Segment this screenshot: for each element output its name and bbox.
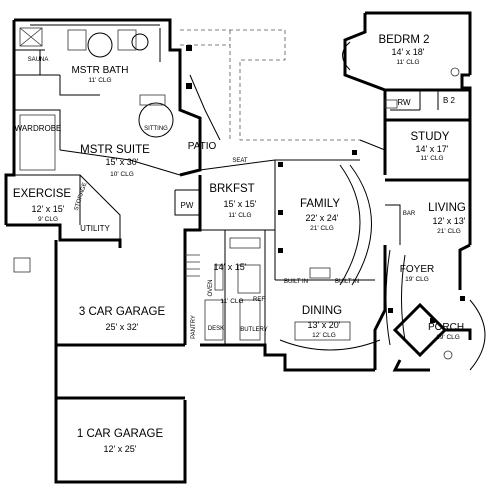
- mstr-bath-ceiling: 11' CLG: [88, 77, 111, 84]
- kitchen-size: 14' x 15': [214, 262, 247, 272]
- bar-label: BAR: [403, 211, 416, 217]
- kitchen-ceiling: 11' CLG: [220, 298, 243, 305]
- garage3-size: 25' x 32': [106, 322, 139, 332]
- foyer-label: FOYER: [400, 264, 434, 275]
- built-in-right-label: BUILT IN: [335, 279, 359, 285]
- desk-label: DESK: [208, 326, 224, 332]
- dining-label: DINING: [302, 305, 342, 317]
- utility-label: UTILITY: [80, 224, 110, 233]
- study-ceiling: 11' CLG: [420, 155, 443, 162]
- b2-label: B 2: [443, 96, 456, 105]
- mstr-suite-ceiling: 10' CLG: [110, 171, 134, 178]
- mstr-suite-label: MSTR SUITE: [80, 144, 150, 156]
- pantry-label: PANTRY: [191, 315, 197, 339]
- patio-outline: [180, 29, 360, 141]
- oven-label: OVEN: [208, 279, 214, 296]
- brkfst-label: BRKFST: [209, 183, 254, 195]
- living-label: LIVING: [428, 202, 466, 214]
- exercise-size: 12' x 15': [32, 204, 65, 214]
- rw-label: RW: [397, 98, 411, 107]
- family-size: 22' x 24': [306, 213, 339, 223]
- porch-label: PORCH: [428, 322, 464, 333]
- pw-label: PW: [181, 201, 194, 210]
- arc-walls: [87, 32, 486, 371]
- garage3-label: 3 CAR GARAGE: [79, 306, 166, 318]
- study-label: STUDY: [411, 131, 450, 143]
- family-ceiling: 21' CLG: [310, 225, 334, 232]
- bedrm2-label: BEDRM 2: [378, 34, 429, 46]
- bedrm2-ceiling: 11' CLG: [396, 59, 419, 66]
- living-ceiling: 21' CLG: [437, 228, 461, 235]
- exercise-ceiling: 9' CLG: [38, 216, 58, 223]
- family-label: FAMILY: [300, 198, 340, 210]
- brkfst-size: 15' x 15': [224, 199, 257, 209]
- brkfst-ceiling: 11' CLG: [228, 212, 251, 219]
- ref-label: REF: [253, 297, 265, 303]
- mstr-suite-size: 15' x 30': [106, 157, 139, 167]
- bedrm2-size: 14' x 18': [392, 47, 425, 57]
- columns: [186, 45, 465, 323]
- sauna-label: SAUNA: [28, 57, 49, 63]
- exterior-walls: [4, 11, 472, 484]
- mstr-bath-label: MSTR BATH: [71, 65, 128, 76]
- garage1-label: 1 CAR GARAGE: [77, 428, 164, 440]
- exercise-label: EXERCISE: [13, 188, 71, 200]
- butlery-label: BUTLERY: [240, 327, 268, 333]
- study-size: 14' x 17': [416, 144, 449, 154]
- seat-label: SEAT: [232, 158, 248, 164]
- sitting-label: SITTING: [144, 126, 168, 132]
- patio-label: PATIO: [188, 141, 217, 152]
- wardrobe-label: WARDROBE: [15, 124, 62, 133]
- interior-walls: [6, 24, 439, 345]
- living-size: 12' x 13': [433, 216, 466, 226]
- foyer-ceiling: 19' CLG: [405, 276, 429, 283]
- built-in-left-label: BUILT IN: [284, 279, 308, 285]
- dining-size: 13' x 20': [308, 320, 341, 330]
- dining-ceiling: 12' CLG: [312, 332, 336, 339]
- storage-label: STORAGE: [74, 182, 89, 212]
- porch-ceiling: 19' CLG: [436, 334, 460, 341]
- garage1-size: 12' x 25': [104, 444, 137, 454]
- fixtures: [13, 27, 460, 360]
